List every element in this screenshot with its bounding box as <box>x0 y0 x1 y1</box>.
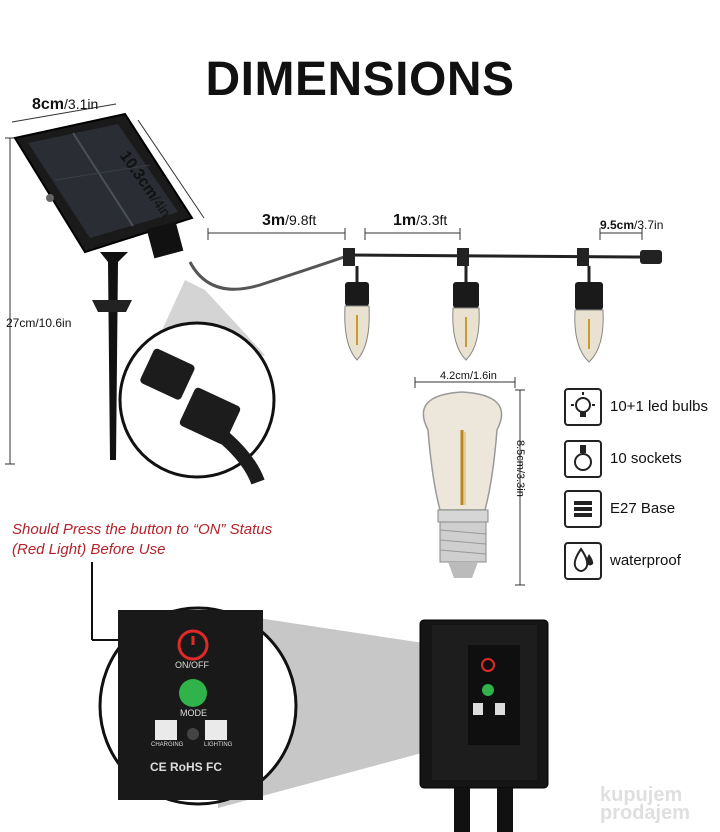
lighting-label: LIGHTING <box>204 742 233 748</box>
ground-stake <box>100 252 128 460</box>
stake-height-label: 27cm/10.6in <box>6 316 72 330</box>
end-length-label: 9.5cm/3.7in <box>600 218 664 232</box>
lead-cable-label: 3m/9.8ft <box>262 212 317 229</box>
led-bulb-icon <box>564 388 602 426</box>
charging-label: CHARGING <box>151 742 184 748</box>
socket-icon <box>564 440 602 478</box>
warning-text: Should Press the button to “ON” Status (… <box>12 520 272 560</box>
panel-width-line <box>11 103 117 123</box>
string-bulb-2 <box>452 248 480 361</box>
power-button-zoom <box>177 629 209 661</box>
watermark: kupujem prodajem <box>600 784 691 824</box>
string-bulb-3 <box>574 248 604 363</box>
panel-depth-line <box>137 119 205 219</box>
warning-line-1: Should Press the button to “ON” Status <box>12 521 273 538</box>
power-label: ON/OFF <box>175 660 209 670</box>
bulb-width-label: 4.2cm/1.6in <box>440 370 497 382</box>
large-bulb-illustration <box>422 391 503 578</box>
panel-width-label: 8cm/3.1in <box>32 96 99 113</box>
feature-label: 10+1 led bulbs <box>610 398 708 415</box>
page-title: DIMENSIONS <box>205 53 515 106</box>
feature-label: 10 sockets <box>610 450 682 467</box>
feature-label: waterproof <box>610 552 681 569</box>
feature-waterproof: waterproof <box>560 542 720 582</box>
mode-button-zoom <box>179 679 207 707</box>
string-cable <box>349 253 641 259</box>
bulb-height-label: 8.5cm/3.3in <box>514 440 526 497</box>
warning-line-2: (Red Light) Before Use <box>12 541 166 558</box>
feature-sockets: 10 sockets <box>560 440 720 480</box>
mode-label: MODE <box>180 708 207 718</box>
e27-base-icon <box>564 490 602 528</box>
waterproof-icon <box>564 542 602 580</box>
string-bulb-1 <box>343 248 370 361</box>
certification-marks: CE RoHS FC <box>150 760 222 774</box>
bulb-spacing-label: 1m/3.3ft <box>393 212 448 229</box>
feature-led-bulbs: 10+1 led bulbs <box>560 388 720 428</box>
feature-label: E27 Base <box>610 500 676 517</box>
feature-base: E27 Base <box>560 490 720 530</box>
lead-cable <box>188 253 351 291</box>
